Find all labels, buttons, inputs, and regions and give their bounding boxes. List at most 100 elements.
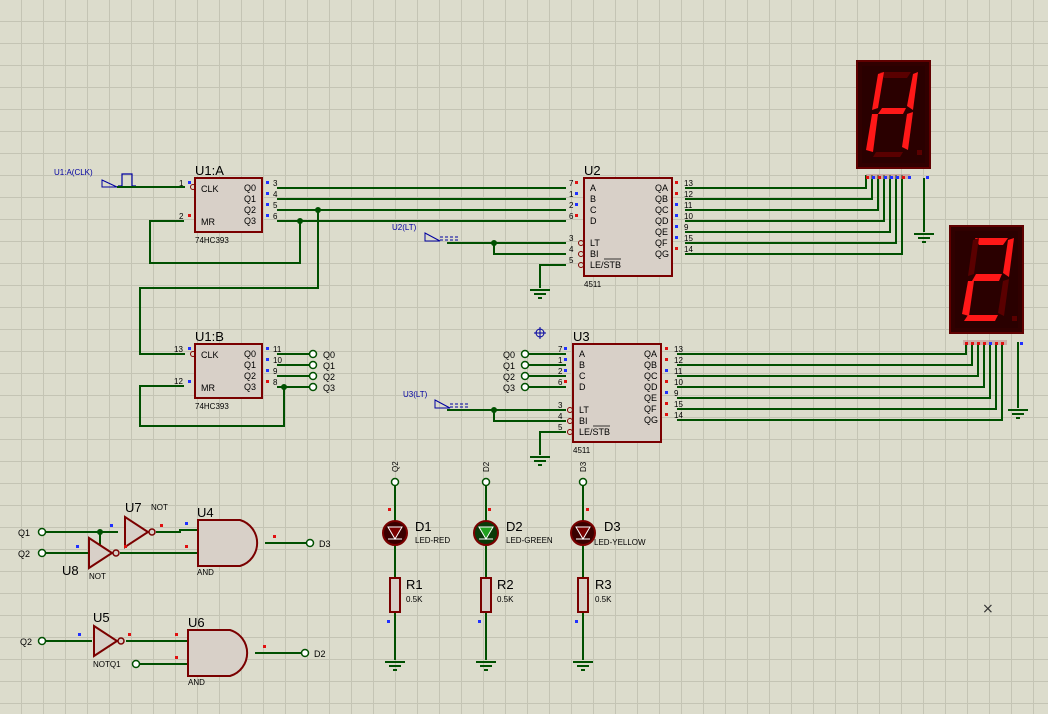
gen-u2-lt-label: U2(LT) [392,223,417,232]
counter-u1b[interactable]: U1:B CLK MR Q0 Q1 Q2 Q3 74HC393 13 12 11… [174,329,282,411]
u2-pin-a: A [590,183,596,193]
u3-pn-10: 10 [674,378,683,387]
u1b-pn-8: 8 [273,378,278,387]
led-d2-part: LED-GREEN [506,536,553,545]
u2-pin-b: B [590,194,596,204]
u3-pn-4: 4 [558,412,563,421]
u4-type: AND [197,568,214,577]
r2-value: 0.5K [497,595,514,604]
u7-ref: U7 [125,500,142,515]
u1a-pin-q1: Q1 [244,194,256,204]
led-d1-ref: D1 [415,519,432,534]
decoder-u3[interactable]: U3 A B C D LT BI LE/STB QA QB QC QD QE Q… [558,329,683,455]
u1b-pn-13: 13 [174,345,183,354]
u2-pin-qc: QC [655,205,669,215]
junctions [97,207,497,535]
u2-pn-4: 4 [569,245,574,254]
u2-pn-12: 12 [684,190,693,199]
u8-ref: U8 [62,563,79,578]
u2-ref: U2 [584,163,601,178]
u3-pin-le: LE/STB [579,427,610,437]
u1b-ref: U1:B [195,329,224,344]
u3-pn-1: 1 [558,356,563,365]
u2-pn-1: 1 [569,190,574,199]
u3-pin-qb: QB [644,360,657,370]
led-d3-ref: D3 [604,519,621,534]
u1a-pin-q2: Q2 [244,205,256,215]
gate-terminals[interactable]: Q1 Q2 D3 Q2 D2 [18,527,331,669]
u1b-pin-clk: CLK [201,350,219,360]
u3-term-q0: Q0 [503,350,515,360]
resistor-r1[interactable]: R1 0.5K [387,577,423,623]
u2-pn-14: 14 [684,245,693,254]
u6-type: AND [188,678,205,687]
u2-pn-6: 6 [569,212,574,221]
u7-type: NOT [151,503,168,512]
clock-generator[interactable]: U1:A(CLK) [54,168,185,188]
u2-pin-qb: QB [655,194,668,204]
decoder-u2[interactable]: U2 A B C D LT BI LE/STB QA QB QC QD QE Q… [569,163,693,289]
u3-input-terminals[interactable]: Q0 Q1 Q2 Q3 [503,349,530,393]
u2-pin-qf: QF [655,238,668,248]
counter-u1a[interactable]: U1:A CLK MR Q0 Q1 Q2 Q3 74HC393 1 2 3 4 … [179,163,278,245]
u2-pn-11: 11 [684,201,693,210]
led-d1[interactable]: Q2 D1 LED-RED [382,461,450,546]
u2-pin-qe: QE [655,227,668,237]
wires [45,175,1019,665]
gate-term-q2: Q2 [18,549,30,559]
u2-pin-qg: QG [655,249,669,259]
gate-u7-not[interactable]: U7 NOT [110,500,168,549]
u1a-pn-1: 1 [179,179,184,188]
u3-pn-5: 5 [558,423,563,432]
gate-term-d2: D2 [314,649,326,659]
u1b-pn-9: 9 [273,367,278,376]
led-grounds [385,661,593,671]
u1a-ref: U1:A [195,163,224,178]
u2-lt-generator[interactable]: U2(LT) [392,223,460,242]
gate-u6-and[interactable]: U6 AND [175,615,266,687]
u2-pin-bi: BI [590,249,599,259]
term-q3: Q3 [323,383,335,393]
u1b-pn-11: 11 [273,345,282,354]
u3-ground [530,456,550,466]
seven-seg-display-1[interactable]: 1 [856,60,931,179]
u2-pn-13: 13 [684,179,693,188]
u1b-output-terminals[interactable]: Q0 Q1 Q2 Q3 [308,349,336,393]
u2-pn-5: 5 [569,256,574,265]
term-q0: Q0 [323,350,335,360]
u3-ref: U3 [573,329,590,344]
u1b-pin-q3: Q3 [244,382,256,392]
u3-pn-12: 12 [674,356,683,365]
u1b-part: 74HC393 [195,402,229,411]
gate-term-q1: Q1 [18,528,30,538]
u1b-pin-q2: Q2 [244,371,256,381]
seven-seg-display-2[interactable]: 2 [949,225,1024,345]
u3-pin-qf: QF [644,404,657,414]
u2-pn-7: 7 [569,179,574,188]
u8-type: NOT [89,572,106,581]
u1a-part: 74HC393 [195,236,229,245]
u2-pn-9: 9 [684,223,689,232]
u2-pn-10: 10 [684,212,693,221]
u3-term-q2: Q2 [503,372,515,382]
resistor-r2[interactable]: R2 0.5K [478,577,514,623]
u3-pin-qd: QD [644,382,658,392]
u2-pin-qa: QA [655,183,668,193]
u3-pn-3: 3 [558,401,563,410]
u6-ref: U6 [188,615,205,630]
gate-u8-not[interactable]: U8 NOT [62,536,127,581]
u3-lt-generator[interactable]: U3(LT) [403,390,470,409]
gate-u4-and[interactable]: U4 AND [185,505,276,577]
u3-term-q1: Q1 [503,361,515,371]
gate-u5-not[interactable]: U5 NOTQ1 [78,610,131,669]
u1b-pn-10: 10 [273,356,282,365]
resistor-r3[interactable]: R3 0.5K [575,577,612,623]
led-d2-ref: D2 [506,519,523,534]
led-d2[interactable]: D2 D2 LED-GREEN [473,461,553,546]
u3-pn-15: 15 [674,400,683,409]
led-d3[interactable]: D3 D3 LED-YELLOW [570,461,646,547]
u2-pin-le: LE/STB [590,260,621,270]
r1-value: 0.5K [406,595,423,604]
